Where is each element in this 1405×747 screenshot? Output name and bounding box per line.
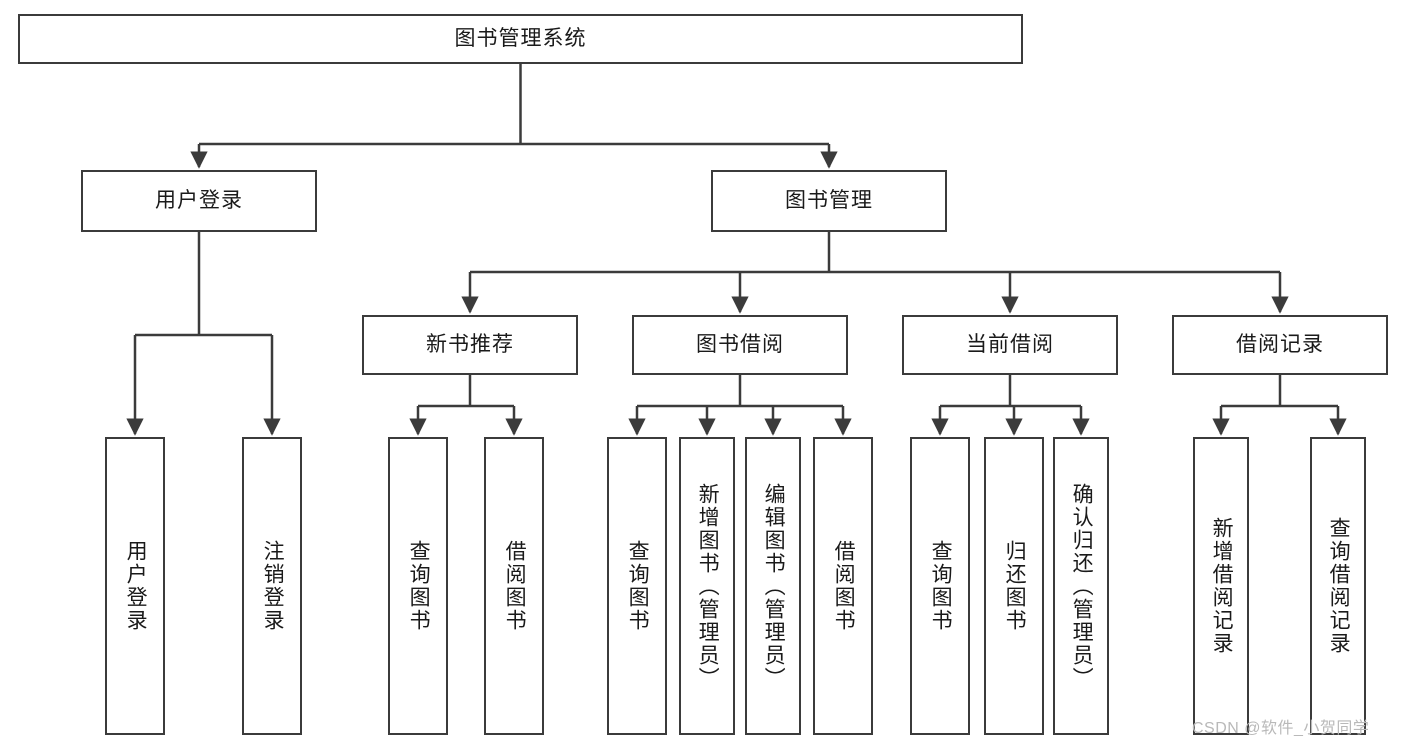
node-label: 新增图书（管理员） bbox=[696, 482, 720, 690]
node-label: 借阅图书 bbox=[503, 540, 527, 632]
node-borrow-book-action[interactable]: 借阅图书 bbox=[813, 437, 873, 735]
node-query-borrow-record[interactable]: 查询借阅记录 bbox=[1310, 437, 1366, 735]
node-label: 查询借阅记录 bbox=[1327, 517, 1351, 655]
node-book-borrow[interactable]: 图书借阅 bbox=[632, 315, 848, 375]
node-label: 确认归还（管理员） bbox=[1070, 482, 1094, 690]
node-borrow-book-rec[interactable]: 借阅图书 bbox=[484, 437, 544, 735]
node-add-borrow-record[interactable]: 新增借阅记录 bbox=[1193, 437, 1249, 735]
node-query-book-borrow[interactable]: 查询图书 bbox=[607, 437, 667, 735]
node-borrow-record[interactable]: 借阅记录 bbox=[1172, 315, 1388, 375]
node-label: 图书借阅 bbox=[696, 333, 784, 357]
node-query-book-current[interactable]: 查询图书 bbox=[910, 437, 970, 735]
node-label: 图书管理系统 bbox=[454, 27, 587, 51]
node-edit-book-admin[interactable]: 编辑图书（管理员） bbox=[745, 437, 801, 735]
node-book-manage[interactable]: 图书管理 bbox=[711, 170, 947, 232]
node-label: 注销登录 bbox=[261, 540, 285, 632]
node-label: 查询图书 bbox=[929, 540, 953, 632]
node-user-login-action[interactable]: 用户登录 bbox=[105, 437, 165, 735]
node-root-system[interactable]: 图书管理系统 bbox=[18, 14, 1023, 64]
node-user-login[interactable]: 用户登录 bbox=[81, 170, 317, 232]
node-label: 用户登录 bbox=[155, 189, 243, 213]
node-confirm-return-admin[interactable]: 确认归还（管理员） bbox=[1053, 437, 1109, 735]
node-new-book-recommend[interactable]: 新书推荐 bbox=[362, 315, 578, 375]
node-label: 图书管理 bbox=[785, 189, 873, 213]
node-label: 借阅图书 bbox=[832, 540, 856, 632]
node-label: 归还图书 bbox=[1003, 540, 1027, 632]
node-return-book[interactable]: 归还图书 bbox=[984, 437, 1044, 735]
node-label: 新增借阅记录 bbox=[1210, 517, 1234, 655]
node-query-book-rec[interactable]: 查询图书 bbox=[388, 437, 448, 735]
node-label: 查询图书 bbox=[407, 540, 431, 632]
node-label: 借阅记录 bbox=[1236, 333, 1324, 357]
node-logout-action[interactable]: 注销登录 bbox=[242, 437, 302, 735]
node-label: 用户登录 bbox=[124, 540, 148, 632]
node-label: 新书推荐 bbox=[426, 333, 514, 357]
node-label: 编辑图书（管理员） bbox=[762, 482, 786, 690]
node-label: 当前借阅 bbox=[966, 333, 1054, 357]
node-add-book-admin[interactable]: 新增图书（管理员） bbox=[679, 437, 735, 735]
node-label: 查询图书 bbox=[626, 540, 650, 632]
node-current-borrow[interactable]: 当前借阅 bbox=[902, 315, 1118, 375]
